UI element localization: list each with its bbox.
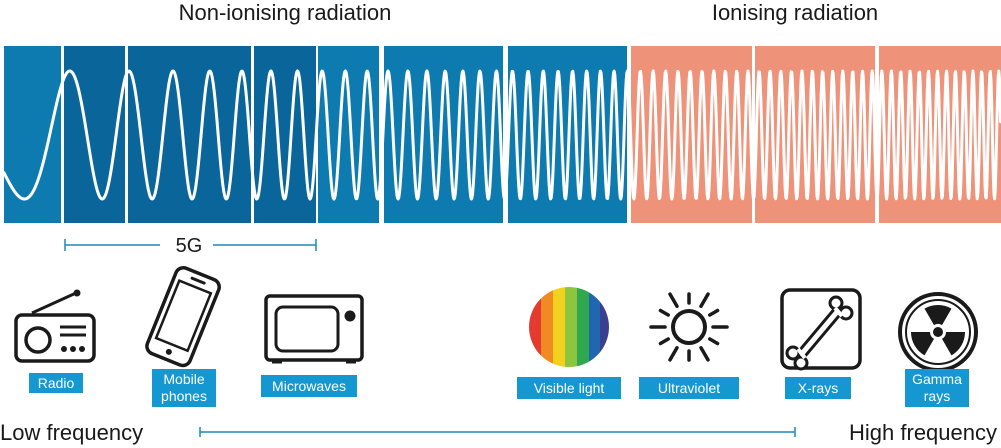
microwave-oven-icon (264, 294, 364, 364)
tag-x-rays-label: X-rays (797, 379, 839, 396)
tag-gamma-label-line1: Gamma (912, 371, 962, 387)
wave-line (2, 69, 1001, 201)
high-frequency-label: High frequency (849, 420, 997, 445)
sun-ray (708, 308, 720, 317)
trefoil-blade (942, 332, 965, 356)
non-ionising-heading: Non-ionising radiation (178, 0, 392, 25)
range-5g-label: 5G (175, 235, 203, 257)
sun-icon (649, 292, 729, 362)
sun-ray (668, 292, 679, 308)
trefoil-blade (924, 305, 952, 326)
tag-visible-light: Visible light (517, 377, 621, 399)
tag-mobile-label-line1: Mobile (163, 371, 205, 387)
tag-mobile-label-line2: phones (161, 388, 207, 404)
sun-ray (708, 337, 720, 346)
sun-ray (699, 292, 710, 308)
tag-gamma-label-line2: rays (923, 388, 951, 404)
radiation-icon (898, 292, 978, 372)
radio-icon (14, 289, 96, 363)
tag-ultraviolet-label: Ultraviolet (657, 379, 721, 396)
tag-gamma-rays: Gamma rays (905, 369, 969, 407)
low-frequency-label: Low frequency (0, 420, 144, 445)
mobile-phone-icon (145, 266, 221, 368)
trefoil-blade (911, 332, 934, 356)
sun-ray (658, 308, 670, 317)
rainbow-icon (529, 287, 609, 367)
tag-radio: Radio (29, 373, 83, 393)
tag-radio-label: Radio (37, 374, 75, 391)
tag-visible-light-label: Visible light (533, 379, 605, 396)
sun-ray (699, 346, 710, 362)
tag-ultraviolet: Ultraviolet (639, 377, 739, 399)
sun-ray (658, 337, 670, 346)
spectrum-panel (4, 46, 61, 223)
ionising-heading: Ionising radiation (711, 0, 879, 25)
tag-microwaves-label: Microwaves (272, 377, 346, 394)
tag-microwaves: Microwaves (261, 375, 357, 397)
sun-ray (668, 346, 679, 362)
range-5g-bracket (64, 239, 317, 251)
tag-mobile-phones: Mobile phones (152, 369, 216, 407)
frequency-axis (199, 427, 796, 437)
tag-x-rays: X-rays (785, 377, 851, 399)
bone-icon (780, 288, 862, 371)
